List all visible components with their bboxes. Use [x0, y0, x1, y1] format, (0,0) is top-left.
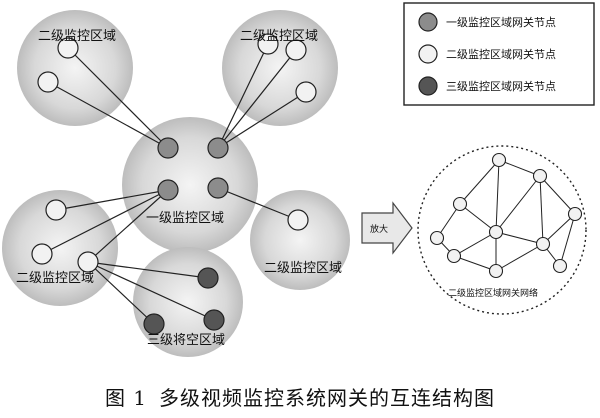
level2-node — [287, 209, 309, 231]
legend-level1-icon — [418, 12, 438, 32]
network-node — [491, 152, 507, 168]
region-level2-right — [250, 190, 350, 290]
level1-node — [157, 137, 179, 159]
network-node — [535, 236, 551, 252]
level2-node — [77, 251, 99, 273]
legend-level3-icon — [418, 76, 438, 96]
network-node — [552, 258, 568, 274]
network-node — [488, 224, 504, 240]
zoom-arrow: 放大 — [361, 201, 413, 255]
figure-number: 图 1 — [104, 386, 148, 410]
connection-lines — [41, 43, 307, 325]
level2-node — [257, 33, 279, 55]
region-label-right: 二级监控区域 — [264, 261, 342, 276]
legend: 一级监控区域网关节点 二级监控区域网关节点 三级监控区域网关节点 — [403, 2, 595, 106]
network-node — [429, 230, 445, 246]
network-node — [488, 263, 504, 279]
region-level2-top-left — [17, 10, 133, 126]
level1-node — [207, 177, 229, 199]
level2-node — [37, 71, 59, 93]
level2-node — [295, 81, 317, 103]
region-label-level3: 三级将空区域 — [147, 333, 225, 348]
region-label-center: 一级监控区域 — [146, 211, 224, 226]
region-label-top-right: 二级监控区域 — [240, 29, 318, 44]
network-node — [452, 196, 468, 212]
zoom-arrow-label: 放大 — [370, 223, 388, 235]
legend-label-level3: 三级监控区域网关节点 — [446, 79, 556, 93]
level3-node — [203, 309, 225, 331]
level2-node — [31, 243, 53, 265]
level3-node — [143, 313, 165, 335]
network-node — [446, 248, 462, 264]
legend-level2-icon — [418, 44, 438, 64]
level2-node — [285, 39, 307, 61]
region-level2-bottom-left — [2, 190, 118, 306]
level1-node — [157, 179, 179, 201]
legend-label-level1: 一级监控区域网关节点 — [446, 15, 556, 29]
figure-title: 多级视频监控系统网关的互连结构图 — [159, 386, 496, 410]
legend-label-level2: 二级监控区域网关节点 — [446, 47, 556, 61]
level2-node — [57, 37, 79, 59]
region-level1-center — [122, 117, 258, 253]
level1-node — [207, 137, 229, 159]
network-label: 二级监控区域网关网络 — [448, 287, 538, 299]
region-label-top-left: 二级监控区域 — [38, 29, 116, 44]
figure-caption: 图 1 多级视频监控系统网关的互连结构图 — [0, 382, 600, 411]
level2-node — [45, 199, 67, 221]
network-node — [567, 206, 583, 222]
level3-node — [197, 267, 219, 289]
network-boundary — [417, 145, 587, 315]
network-node — [532, 168, 548, 184]
region-label-bottom-left: 二级监控区域 — [16, 271, 94, 286]
